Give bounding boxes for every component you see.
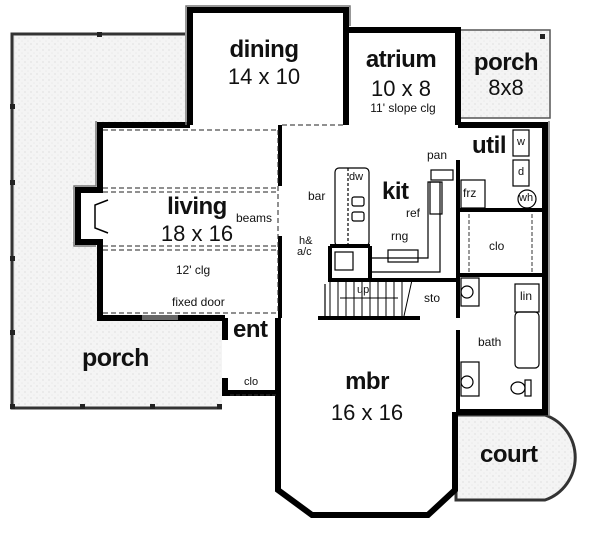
rear-porch-area <box>457 29 551 119</box>
bar-label: bar <box>308 189 326 203</box>
room-name-atrium: atrium <box>365 46 437 73</box>
dryer-label: d <box>518 166 525 178</box>
freezer-label: frz <box>463 186 477 200</box>
storage-label: sto <box>424 291 441 305</box>
hvac-label-line1: h& <box>299 235 313 247</box>
atrium-ceiling-note: 11' slope clg <box>370 101 436 115</box>
room-size-atrium: 10 x 8 <box>371 76 431 101</box>
room-name-living: living <box>167 193 227 220</box>
water-heater-label: wh <box>519 192 534 204</box>
room-name-rear-porch: porch <box>473 49 539 76</box>
bath-label: bath <box>478 335 502 349</box>
range-label: rng <box>391 229 409 243</box>
washer-label: w <box>517 136 525 148</box>
room-name-court: court <box>480 441 538 468</box>
living-ceiling-note: 12' clg <box>175 263 211 277</box>
closet-label-util: clo <box>489 239 505 253</box>
room-name-mbr: mbr <box>345 368 389 395</box>
court-area <box>454 413 577 502</box>
hvac-label-line2: a/c <box>297 246 312 258</box>
beams-label: beams <box>236 211 273 225</box>
refrigerator-label: ref <box>406 206 421 220</box>
room-size-mbr: 16 x 16 <box>330 400 404 425</box>
fixed-door-label: fixed door <box>172 295 225 309</box>
room-name-front-porch: porch <box>82 344 149 372</box>
room-name-util: util <box>472 132 507 159</box>
dishwasher-label: dw <box>349 171 364 183</box>
stairs-up-label: up <box>357 284 370 296</box>
room-size-dining: 14 x 10 <box>227 64 301 89</box>
pantry-label: pan <box>427 148 448 162</box>
room-size-rear-porch: 8x8 <box>488 75 524 100</box>
front-porch-area <box>10 32 222 410</box>
closet-label-entry: clo <box>244 376 259 388</box>
room-name-dining: dining <box>229 36 299 63</box>
room-name-kitchen: kit <box>382 178 409 205</box>
room-name-entry: ent <box>233 316 268 343</box>
room-size-living: 18 x 16 <box>160 221 234 246</box>
linen-label: lin <box>520 289 533 303</box>
